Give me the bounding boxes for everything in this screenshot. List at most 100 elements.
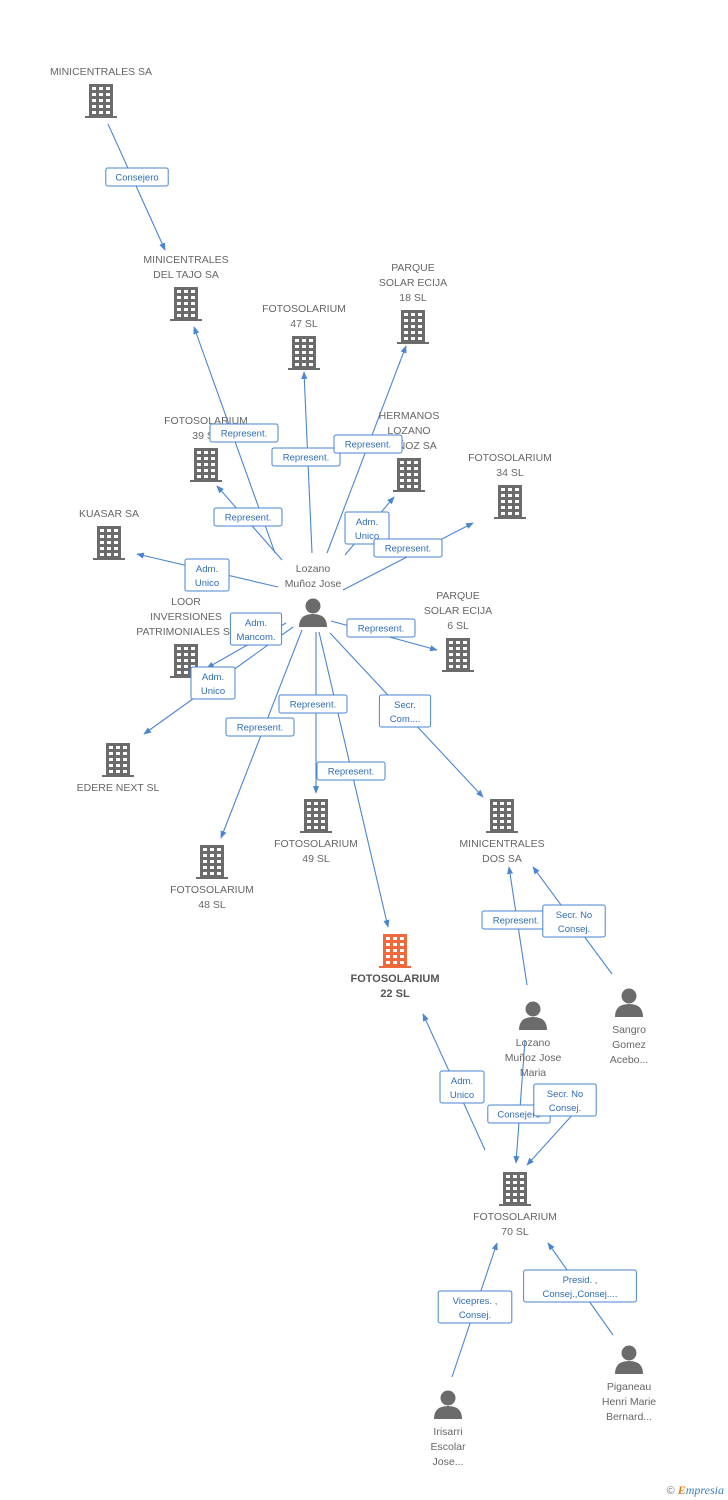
- empresia-logo[interactable]: Empresia: [677, 1483, 724, 1497]
- building-icon[interactable]: [300, 799, 332, 833]
- edge-label-lozano_maria-to-dos[interactable]: Represent.: [481, 910, 551, 930]
- edge-label-text: Secr.: [394, 700, 416, 711]
- edge-label-text: Represent.: [358, 624, 404, 635]
- node-sangro[interactable]: SangroGomezAcebo...: [610, 988, 649, 1067]
- edge-label-text: Represent.: [345, 440, 391, 451]
- edge-label-lozano_jose-to-f49[interactable]: Represent.: [278, 694, 348, 714]
- edge-label-lozano_jose-to-ecija6[interactable]: Represent.: [346, 618, 416, 638]
- edge-label-text: Unico: [201, 686, 225, 697]
- edge-label-lozano_jose-to-f34[interactable]: Represent.: [373, 538, 443, 558]
- edge-label-text: Adm.: [451, 1076, 473, 1087]
- person-icon[interactable]: [615, 1345, 643, 1375]
- node-label: 48 SL: [198, 899, 226, 911]
- building-icon[interactable]: [393, 458, 425, 492]
- node-label: MINICENTRALES: [143, 254, 228, 266]
- edge-label-lozano_jose-to-f47[interactable]: Represent.: [271, 447, 341, 467]
- person-icon[interactable]: [434, 1390, 462, 1420]
- edge-label-lozano_jose-to-hermanos[interactable]: Adm.Unico: [344, 511, 390, 545]
- node-label: Bernard...: [606, 1411, 652, 1423]
- edge-label-lozano_jose-to-dos[interactable]: Secr. Com....: [378, 694, 432, 728]
- node-ecija18[interactable]: PARQUE SOLAR ECIJA 18 SL: [379, 262, 447, 344]
- person-icon[interactable]: [299, 598, 327, 628]
- edge-label-text: Com....: [390, 714, 421, 725]
- edge-label-text: Represent.: [225, 513, 271, 524]
- node-label: FOTOSOLARIUM: [170, 884, 254, 896]
- person-icon[interactable]: [519, 1001, 547, 1031]
- person-icon[interactable]: [615, 988, 643, 1018]
- edge-label-text: Represent.: [290, 700, 336, 711]
- node-label: Maria: [520, 1067, 546, 1079]
- edge-label-lozano_jose-to-f22[interactable]: Represent.: [316, 761, 386, 781]
- building-icon[interactable]: [196, 845, 228, 879]
- node-label: KUASAR SA: [79, 508, 139, 520]
- edge-label-text: Consej.: [549, 1103, 581, 1114]
- building-icon[interactable]: [85, 84, 117, 118]
- node-edere[interactable]: EDERE NEXT SL: [77, 743, 160, 794]
- node-label: Acebo...: [610, 1054, 649, 1066]
- node-label: MINICENTRALES: [459, 838, 544, 850]
- edge-label-text: Represent.: [328, 767, 374, 778]
- edge-label-text: Consej.: [558, 924, 590, 935]
- edge-label-lozano_jose-to-f48[interactable]: Represent.: [225, 717, 295, 737]
- node-label: PARQUE: [391, 262, 435, 274]
- building-icon[interactable]: [379, 934, 411, 968]
- node-label: 70 SL: [501, 1226, 529, 1238]
- edge-label-lozano_jose-to-loor[interactable]: Adm.Mancom.: [229, 612, 283, 646]
- node-label: Lozano: [296, 563, 331, 575]
- building-icon[interactable]: [102, 743, 134, 777]
- edge-label-lozano_jose-to-kuasar[interactable]: Adm.Unico: [184, 558, 230, 592]
- node-label: SOLAR ECIJA: [379, 277, 447, 289]
- node-label: Henri Marie: [602, 1396, 656, 1408]
- edge-label-irisarri-to-f70[interactable]: Vicepres. ,Consej.: [437, 1290, 513, 1324]
- edge-label-lozano_jose-to-tajo[interactable]: Represent.: [209, 423, 279, 443]
- edge-label-text: Adm.: [196, 564, 218, 575]
- edge-label-lozano_jose-to-f39[interactable]: Represent.: [213, 507, 283, 527]
- building-icon[interactable]: [442, 638, 474, 672]
- building-icon[interactable]: [499, 1172, 531, 1206]
- node-label: 18 SL: [399, 292, 427, 304]
- building-icon[interactable]: [93, 526, 125, 560]
- node-label: Muñoz Jose: [285, 578, 342, 590]
- node-kuasar[interactable]: KUASAR SA: [79, 508, 139, 560]
- edge-label-lozano_jose-to-edere[interactable]: Adm.Unico: [190, 666, 236, 700]
- edge-label-minicentrales-to-tajo[interactable]: Consejero: [105, 167, 169, 187]
- edge-label-text: Secr. No: [547, 1089, 583, 1100]
- node-irisarri[interactable]: IrisarriEscolarJose...: [430, 1390, 466, 1469]
- building-icon[interactable]: [486, 799, 518, 833]
- edge-label-lozano_jose-to-ecija18[interactable]: Represent.: [333, 434, 403, 454]
- building-icon[interactable]: [397, 310, 429, 344]
- edge-label-text: Represent.: [385, 544, 431, 555]
- edge-label-piganeau-to-f70[interactable]: Presid. ,Consej.,Consej....: [523, 1269, 637, 1303]
- edge-label-sangro-to-f70[interactable]: Secr. No Consej.: [533, 1083, 597, 1117]
- node-f48[interactable]: FOTOSOLARIUM 48 SL: [170, 845, 254, 911]
- edge-label-f70-to-f22[interactable]: Adm.Unico: [439, 1070, 485, 1104]
- building-icon[interactable]: [288, 336, 320, 370]
- edge-label-text: Represent.: [493, 916, 539, 927]
- node-minicentrales[interactable]: MINICENTRALES SA: [50, 66, 152, 118]
- building-icon[interactable]: [494, 485, 526, 519]
- node-label: 49 SL: [302, 853, 330, 865]
- edge-minicentrales-to-tajo: [107, 123, 166, 251]
- building-icon[interactable]: [170, 287, 202, 321]
- edge-lozano_maria-to-f70: [513, 1039, 526, 1164]
- building-icon[interactable]: [190, 448, 222, 482]
- node-label: FOTOSOLARIUM: [262, 303, 346, 315]
- node-label: 34 SL: [496, 467, 524, 479]
